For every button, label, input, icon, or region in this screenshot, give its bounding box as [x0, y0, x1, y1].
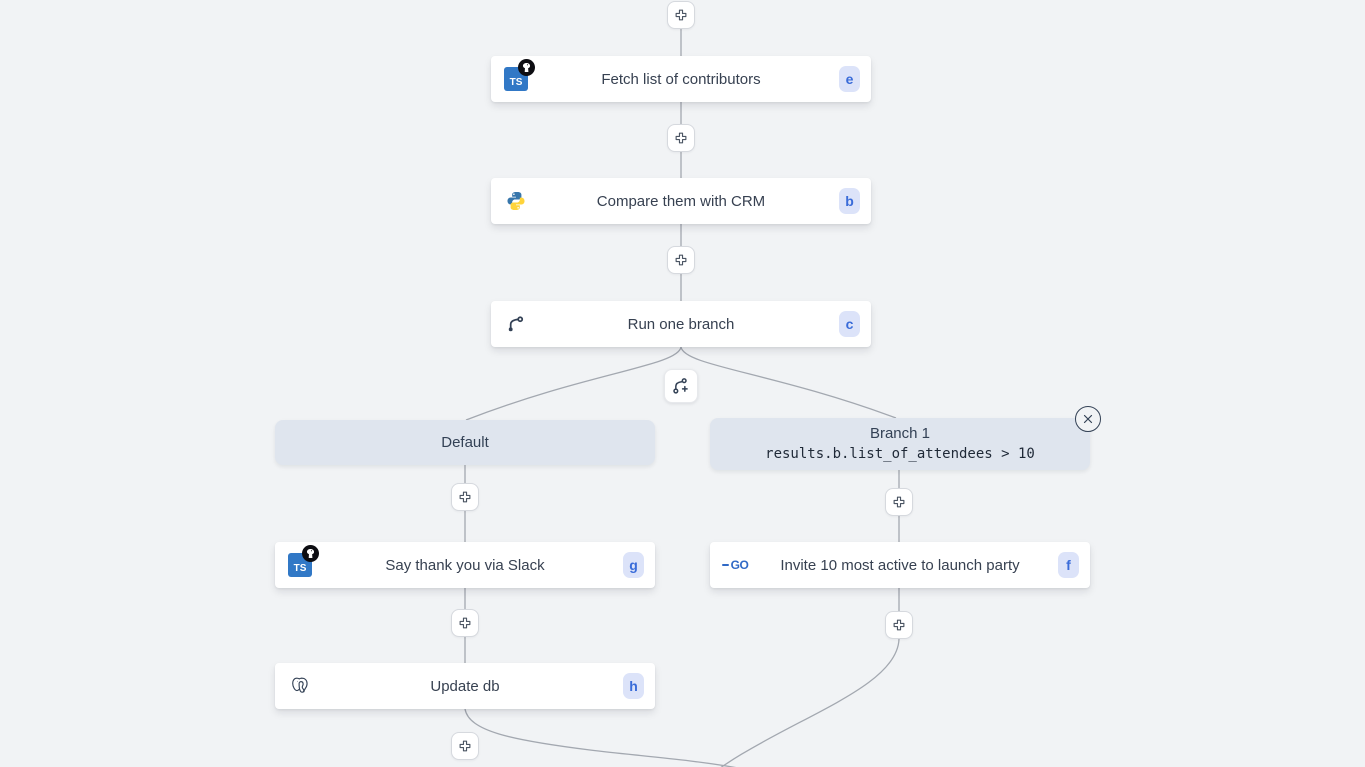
branch-header-default[interactable]: Default [275, 420, 655, 465]
remove-branch-button[interactable] [1075, 406, 1101, 432]
plus-icon [673, 130, 689, 146]
step-title: Invite 10 most active to launch party [780, 556, 1020, 574]
plus-icon [457, 738, 473, 754]
step-node-update-db[interactable]: Update db h [275, 663, 655, 709]
step-id-badge: b [839, 188, 860, 214]
step-id-badge: c [839, 311, 860, 337]
step-title: Update db [430, 677, 500, 695]
step-node-say-thanks-slack[interactable]: TS Say thank you via Slack g [275, 542, 655, 588]
plus-icon [891, 494, 907, 510]
add-step-button-branch1-top[interactable] [885, 488, 913, 516]
step-node-run-one-branch[interactable]: Run one branch c [491, 301, 871, 347]
deno-icon [302, 545, 319, 562]
typescript-deno-icon: TS [287, 545, 319, 578]
step-title: Compare them with CRM [596, 192, 766, 210]
go-icon: GO [721, 552, 749, 578]
typescript-deno-icon: TS [503, 59, 535, 92]
add-branch-button[interactable] [664, 369, 698, 403]
add-step-button-after-invite[interactable] [885, 611, 913, 639]
step-node-invite-launch-party[interactable]: GO Invite 10 most active to launch party… [710, 542, 1090, 588]
branch-label: Default [441, 433, 489, 451]
step-id-badge: h [623, 673, 644, 699]
plus-icon [457, 615, 473, 631]
step-id-badge: g [623, 552, 644, 578]
git-branch-icon [503, 311, 529, 337]
branch-condition: results.b.list_of_attendees > 10 [765, 445, 1035, 462]
plus-icon [673, 252, 689, 268]
add-step-button-default-top[interactable] [451, 483, 479, 511]
plus-icon [673, 7, 689, 23]
go-speed-line [721, 564, 729, 566]
add-step-button-after-slack[interactable] [451, 609, 479, 637]
step-title: Say thank you via Slack [385, 556, 545, 574]
step-title: Run one branch [627, 315, 735, 333]
add-step-button-after-compare[interactable] [667, 246, 695, 274]
close-icon [1083, 414, 1093, 424]
step-id-badge: f [1058, 552, 1079, 578]
add-step-button-top[interactable] [667, 1, 695, 29]
branch-header-branch1[interactable]: Branch 1 results.b.list_of_attendees > 1… [710, 418, 1090, 470]
git-branch-plus-icon [673, 378, 688, 394]
plus-icon [891, 617, 907, 633]
python-icon [503, 188, 529, 214]
step-node-compare-crm[interactable]: Compare them with CRM b [491, 178, 871, 224]
branch-label: Branch 1 [869, 424, 931, 442]
add-step-button-after-fetch[interactable] [667, 124, 695, 152]
plus-icon [457, 489, 473, 505]
step-title: Fetch list of contributors [601, 70, 761, 88]
step-node-fetch-contributors[interactable]: TS Fetch list of contributors e [491, 56, 871, 102]
add-step-button-after-update[interactable] [451, 732, 479, 760]
postgresql-icon [287, 673, 313, 699]
deno-icon [518, 59, 535, 76]
step-id-badge: e [839, 66, 860, 92]
